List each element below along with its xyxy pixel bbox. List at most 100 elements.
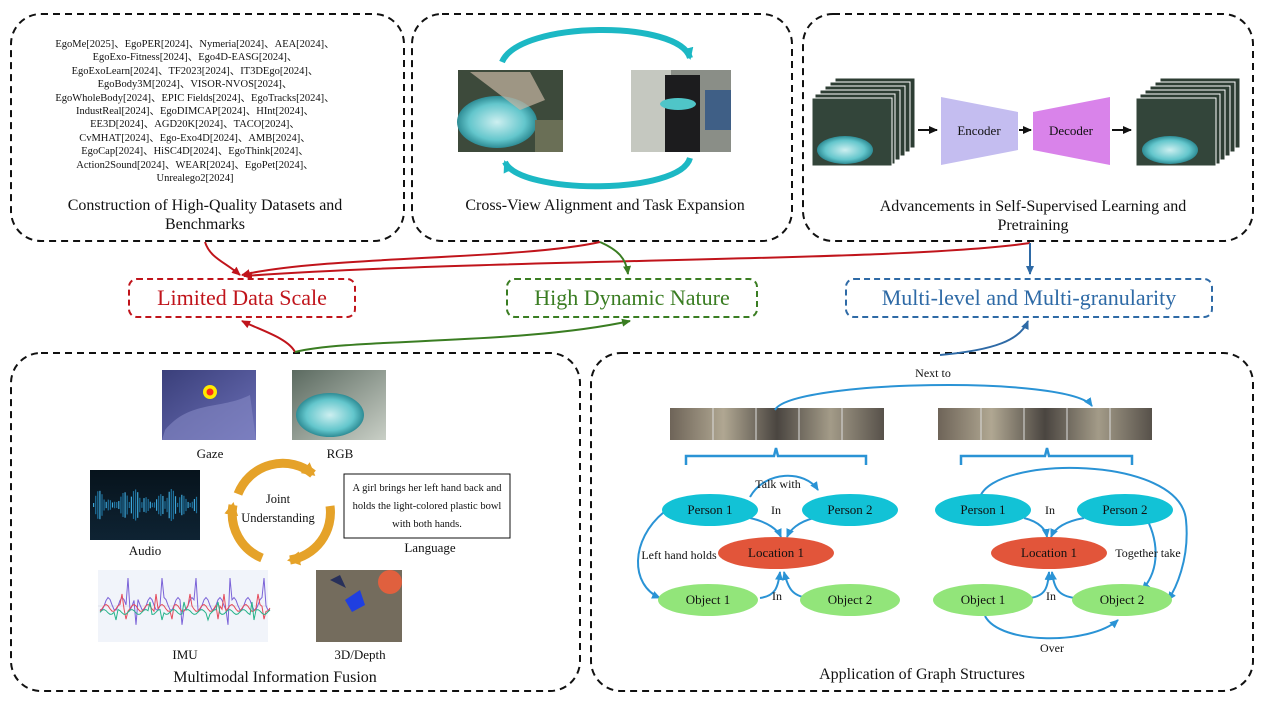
audio-wave-bar xyxy=(107,499,109,511)
audio-wave-bar xyxy=(118,501,120,509)
language-description: A girl brings her left hand back and hol… xyxy=(352,483,502,530)
left-person-1-node xyxy=(662,494,758,526)
left-person-2-node xyxy=(802,494,898,526)
gaze-label: Gaze xyxy=(196,446,224,461)
cycle-arc-top xyxy=(233,458,316,496)
depth-image xyxy=(316,570,402,642)
audio-wave-bar xyxy=(101,494,103,516)
audio-wave-bar xyxy=(135,489,137,521)
ssl-title: Advancements in Self-Supervised Learning… xyxy=(879,198,1187,234)
next-to-edge xyxy=(774,384,1093,411)
datasets-panel xyxy=(10,13,405,242)
audio-wave-bar xyxy=(128,501,130,509)
audio-wave-bar xyxy=(105,501,107,509)
cross-view-top-arrow xyxy=(499,27,694,64)
left-person-1-label: Person 1 xyxy=(687,502,732,517)
audio-wave-bar xyxy=(177,502,179,508)
audio-wave-bar xyxy=(187,501,189,509)
imu-label: IMU xyxy=(172,647,198,662)
right-in-bottom-label: In xyxy=(1046,589,1056,603)
audio-wave-bar xyxy=(156,499,158,511)
audio-wave-bar xyxy=(122,492,124,518)
cross-view-bottom-arrow xyxy=(502,156,693,190)
audio-wave-bar xyxy=(179,497,181,513)
arrow-multimodal-to-dynamic xyxy=(294,318,631,353)
audio-wave-bar xyxy=(185,498,187,512)
challenge-dynamic: High Dynamic Nature xyxy=(506,278,758,318)
together-take-label: Together take xyxy=(1115,546,1180,560)
multimodal-title: Multimodal Information Fusion xyxy=(173,669,377,686)
audio-wave-bar xyxy=(189,502,191,508)
audio-wave-bar xyxy=(193,498,195,512)
dataset-line: EE3D[2024]、AGD20K[2024]、TACO[2024]、 xyxy=(90,119,300,131)
next-to-label: Next to xyxy=(915,366,951,380)
left-object-1-node xyxy=(658,584,758,616)
encoder-label: Encoder xyxy=(957,123,1001,138)
cross-view-title: Cross-View Alignment and Task Expansion xyxy=(465,197,745,214)
cross-view-ego-image xyxy=(457,70,563,152)
left-hand-holds-label: Left hand holds xyxy=(641,548,717,562)
dataset-line: IndustReal[2024]、EgoDIMCAP[2024]、HInt[20… xyxy=(76,106,314,118)
arrow-graph-to-multilevel xyxy=(939,320,1029,356)
audio-wave-bar xyxy=(183,495,185,515)
video-strip-left xyxy=(670,408,884,440)
audio-wave-bar xyxy=(145,497,147,513)
audio-wave-bar xyxy=(191,501,193,509)
cycle-arc-right xyxy=(287,505,335,566)
rgb-label: RGB xyxy=(326,446,354,461)
audio-wave-bar xyxy=(160,494,162,516)
dataset-line: CvMHAT[2024]、Ego-Exo4D[2024]、AMB[2024]、 xyxy=(79,132,311,144)
right-object-2-node xyxy=(1072,584,1172,616)
right-object-1-label: Object 1 xyxy=(961,592,1005,607)
brace-right xyxy=(959,447,1134,465)
audio-wave-bar xyxy=(126,495,128,515)
audio-wave-bar xyxy=(153,502,156,508)
audio-wave-bar xyxy=(174,496,177,514)
left-person-2-label: Person 2 xyxy=(827,502,872,517)
right-location-label: Location 1 xyxy=(1021,545,1077,560)
audio-wave-bar xyxy=(158,495,160,515)
dataset-line: EgoExoLearn[2024]、TF2023[2024]、IT3DEgo[2… xyxy=(71,65,319,77)
ssl-output-frames xyxy=(1135,77,1241,167)
language-box xyxy=(343,473,511,539)
audio-wave-bar xyxy=(93,503,95,507)
audio-wave-bar xyxy=(162,495,164,515)
arrow-ssl-to-scale xyxy=(243,242,1031,280)
audio-wave-bar xyxy=(130,496,132,514)
dataset-line: EgoWholeBody[2024]、EPIC Fields[2024]、Ego… xyxy=(55,92,335,104)
cross-view-exo-image xyxy=(631,70,731,152)
left-object-1-label: Object 1 xyxy=(686,592,730,607)
arrow-multimodal-to-scale xyxy=(241,320,296,353)
dataset-line: EgoBody3M[2024]、VISOR-NVOS[2024]、 xyxy=(97,79,293,91)
multimodal-panel xyxy=(10,352,581,692)
datasets-list: EgoMe[2025]、EgoPER[2024]、Nymeria[2024]、A… xyxy=(30,38,360,185)
dataset-line: EgoMe[2025]、EgoPER[2024]、Nymeria[2024]、A… xyxy=(55,39,335,50)
challenge-data-scale: Limited Data Scale xyxy=(128,278,356,318)
audio-wave-bar xyxy=(195,496,198,514)
arrow-datasets-to-scale xyxy=(204,241,241,276)
left-object-2-label: Object 2 xyxy=(828,592,872,607)
right-person-2-node xyxy=(1077,494,1173,526)
right-person-1-node xyxy=(935,494,1031,526)
datasets-title: Construction of High-Quality Datasets an… xyxy=(67,197,343,233)
left-talk-with-label: Talk with xyxy=(755,477,801,491)
audio-wave-bar xyxy=(166,497,168,513)
joint-understanding-label: Joint Understanding xyxy=(241,492,315,525)
gaze-image xyxy=(162,370,256,440)
video-strip-right xyxy=(938,408,1152,440)
rgb-image xyxy=(292,370,386,440)
dataset-line: Action2Sound[2024]、WEAR[2024]、EgoPet[202… xyxy=(76,159,314,171)
decoder-block xyxy=(1033,97,1110,165)
dataset-line: EgoCap[2024]、HiSC4D[2024]、EgoThink[2024]… xyxy=(81,146,309,158)
arrow-crossview-to-scale xyxy=(241,241,601,277)
right-object-2-label: Object 2 xyxy=(1100,592,1144,607)
audio-wave-bar xyxy=(111,502,114,508)
arrow-crossview-to-dynamic xyxy=(599,241,631,275)
audio-wave-bar xyxy=(147,499,149,511)
ssl-panel xyxy=(802,13,1254,242)
audio-wave-bar xyxy=(124,492,126,518)
audio-wave-bar xyxy=(97,491,99,519)
brace-left xyxy=(684,447,868,465)
right-in-top-label: In xyxy=(1045,503,1055,517)
